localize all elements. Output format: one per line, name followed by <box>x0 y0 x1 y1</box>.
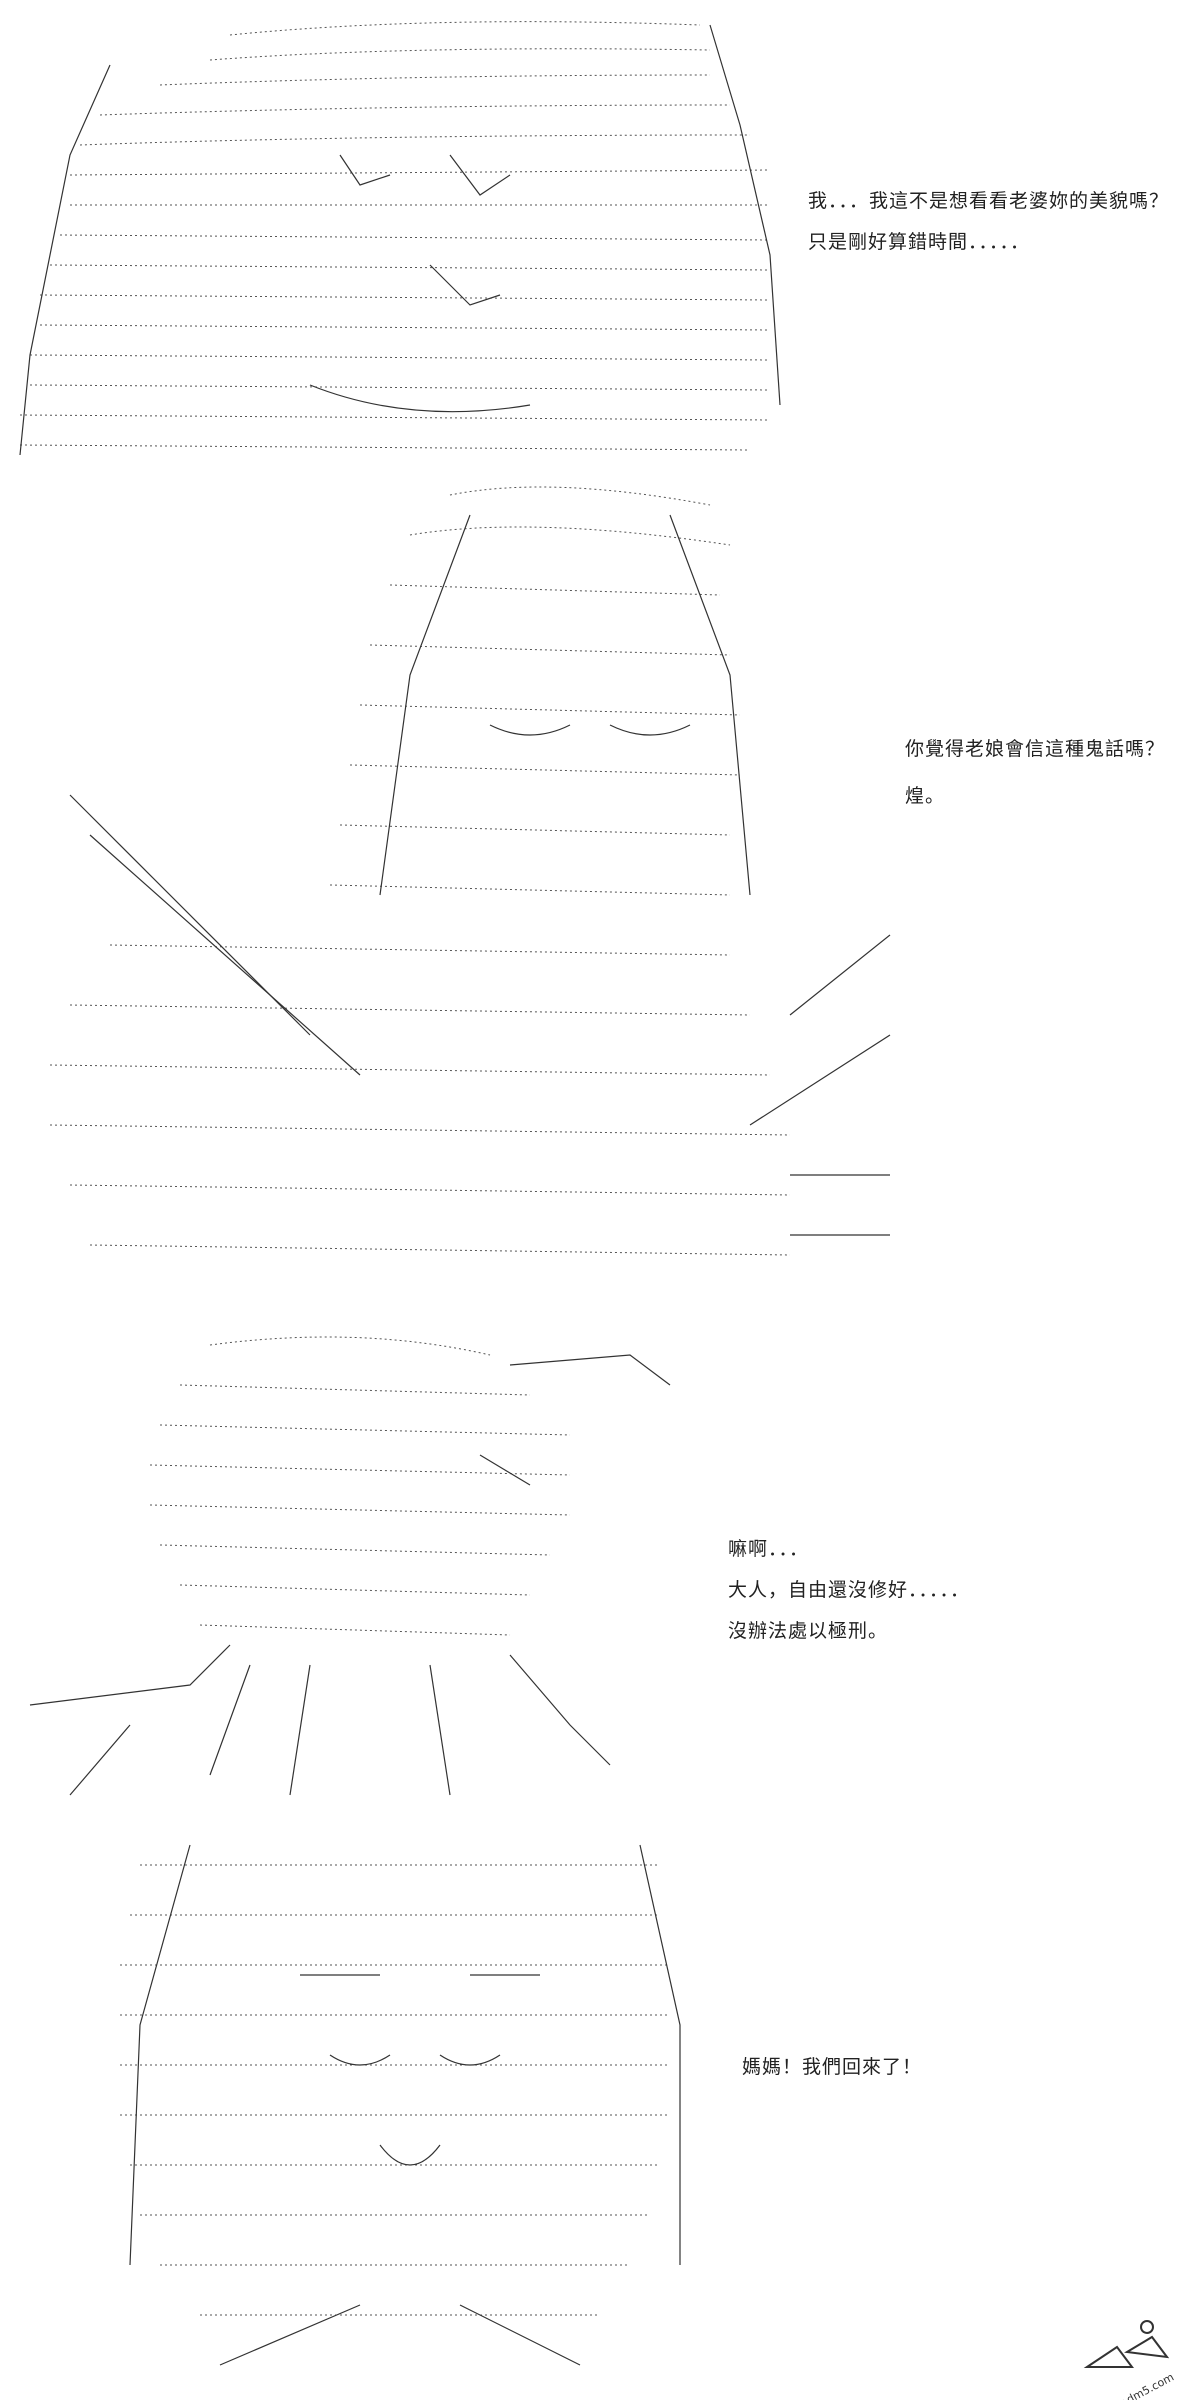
panel-3-ascii-art-illustration <box>10 1305 690 1815</box>
dialogue-line: 沒辦法處以極刑。 <box>728 1620 889 1642</box>
dialogue-line: 嘛啊．．． <box>728 1538 810 1560</box>
dialogue-line: 煌。 <box>905 785 946 807</box>
panel-2-dialogue: 你覺得老娘會信這種鬼話嗎？ 煌。 <box>905 740 1165 834</box>
panel-1-ascii-art-illustration <box>10 5 800 465</box>
panel-4-dialogue: 媽媽！我們回來了！ <box>742 2058 922 2077</box>
panel-1-dialogue: 我．．．我這不是想看看老婆妳的美貌嗎？ 只是剛好算錯時間．．．．． <box>808 192 1169 274</box>
panel-4: 媽媽！我們回來了！ www.dm5.com <box>0 1820 1200 2400</box>
panel-3: 嘛啊．．． 大人，自由還沒修好．．．．． 沒辦法處以極刑。 <box>0 1300 1200 1820</box>
dialogue-line: 大人，自由還沒修好．．．．． <box>728 1579 971 1601</box>
panel-3-dialogue: 嘛啊．．． 大人，自由還沒修好．．．．． 沒辦法處以極刑。 <box>728 1540 970 1663</box>
panel-4-ascii-art-illustration <box>100 1825 700 2395</box>
dialogue-line: 我．．．我這不是想看看老婆妳的美貌嗎？ <box>808 190 1170 212</box>
dialogue-line: 媽媽！我們回來了！ <box>742 2056 923 2078</box>
panel-1: 我．．．我這不是想看看老婆妳的美貌嗎？ 只是剛好算錯時間．．．．． <box>0 0 1200 470</box>
dialogue-line: 你覺得老娘會信這種鬼話嗎？ <box>905 738 1166 760</box>
dm5-logo-watermark: www.dm5.com <box>1072 2312 1192 2400</box>
panel-2: 你覺得老娘會信這種鬼話嗎？ 煌。 <box>0 470 1200 1300</box>
dialogue-line: 只是剛好算錯時間．．．．． <box>808 231 1031 253</box>
panel-2-ascii-art-illustration <box>30 475 910 1295</box>
